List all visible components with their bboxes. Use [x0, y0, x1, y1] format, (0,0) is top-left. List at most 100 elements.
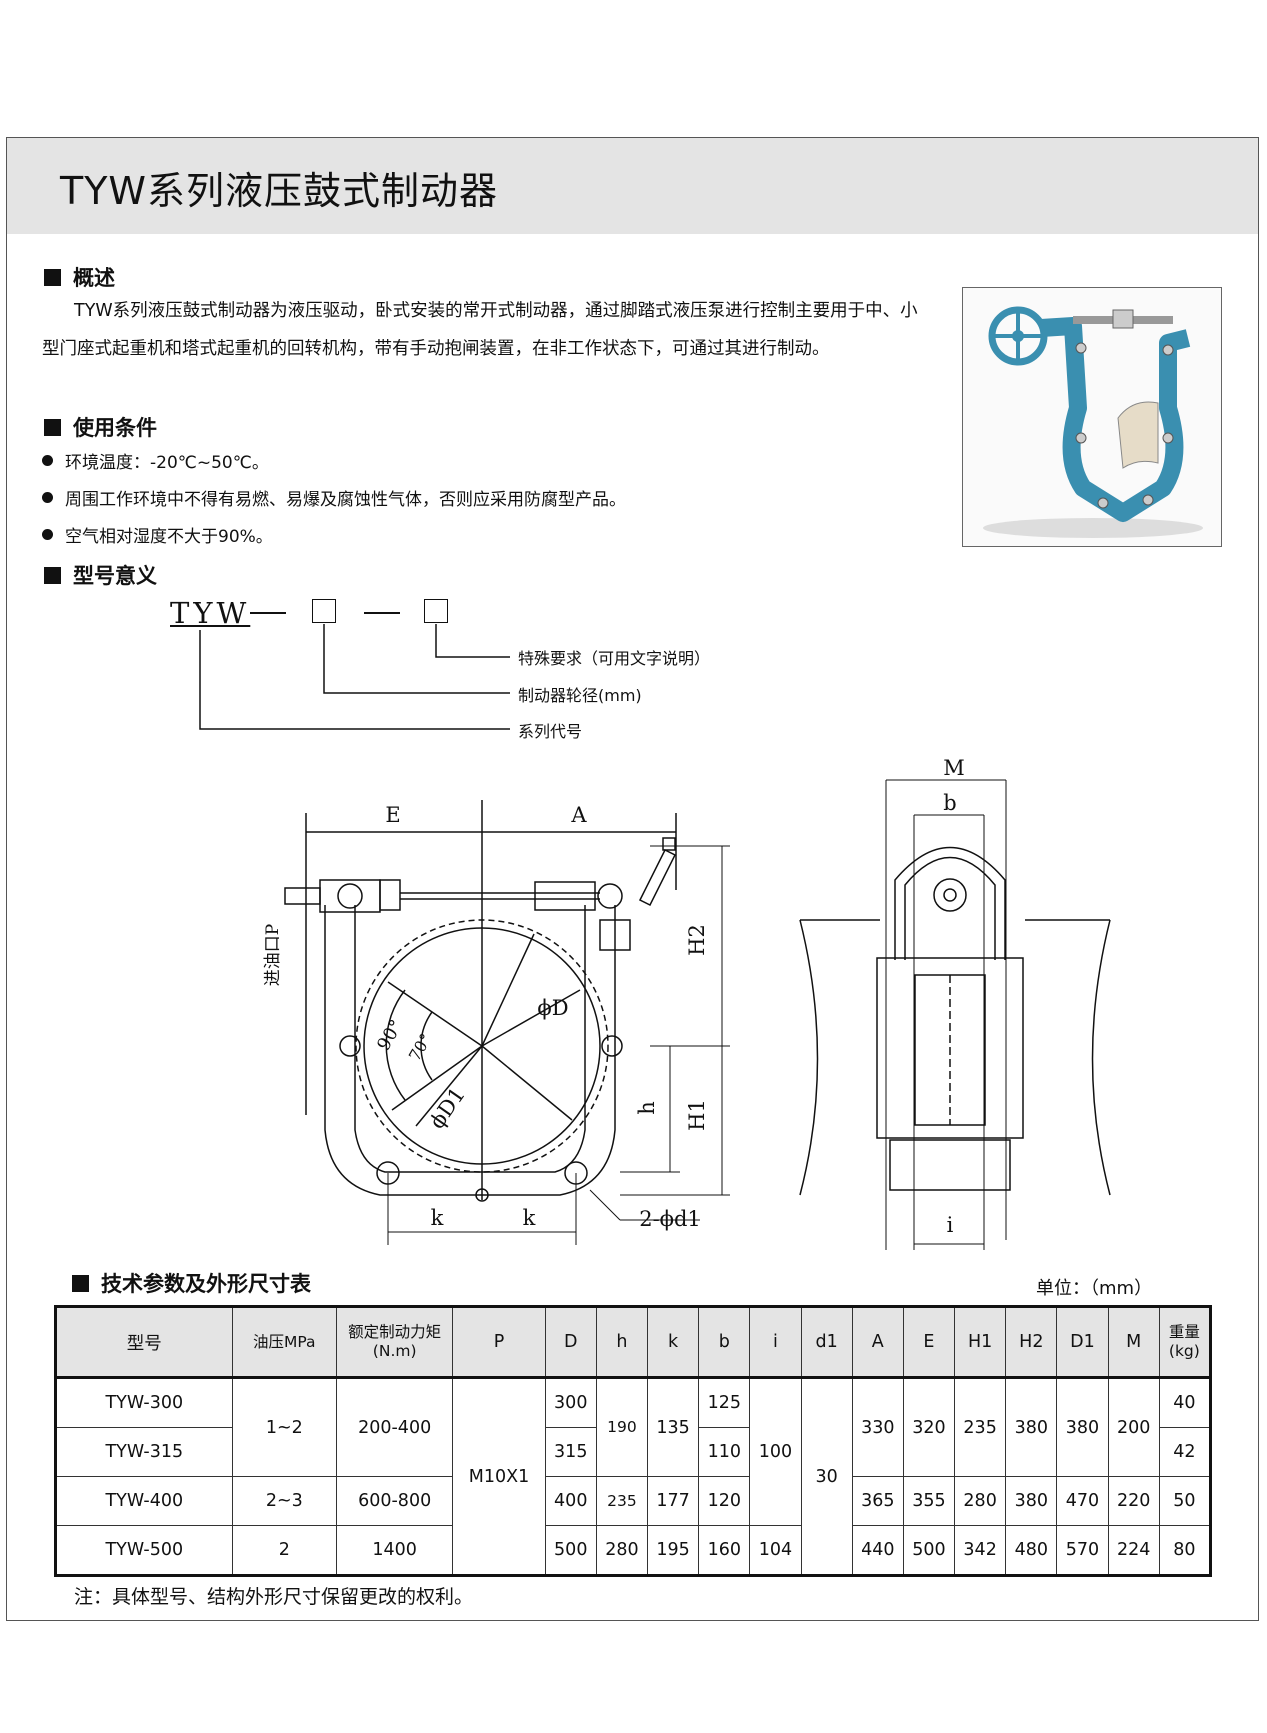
dim-label-d1: 2-ϕd1 — [639, 1207, 701, 1231]
conditions-heading: 使用条件 — [44, 412, 157, 442]
cell-E: 320 — [902, 1377, 956, 1477]
table-row: TYW-300 1~2 200-400 M10X1 300 190 135 12… — [55, 1377, 1212, 1576]
cell-D: 315 — [544, 1427, 597, 1477]
model-meaning-heading: 型号意义 — [44, 560, 157, 590]
angle-label-90: 90° — [373, 1016, 407, 1054]
cell-M: 224 — [1107, 1525, 1160, 1576]
dim-label-b: b — [943, 791, 956, 815]
cell-D: 400 — [544, 1476, 597, 1526]
cell-weight: 40 — [1158, 1377, 1212, 1428]
col-header: E — [902, 1306, 956, 1379]
cell-H1: 235 — [954, 1377, 1007, 1477]
cell-i: 100 — [749, 1377, 802, 1526]
square-bullet-icon — [44, 566, 61, 584]
cell-torque: 1400 — [335, 1525, 454, 1576]
code-box-diameter — [312, 599, 336, 623]
table-row: TYW-315 315 110 42 — [55, 1427, 1212, 1477]
square-bullet-icon — [44, 268, 61, 286]
code-dash — [364, 612, 400, 614]
cell-H2: 380 — [1005, 1476, 1058, 1526]
cell-weight: 50 — [1158, 1476, 1212, 1526]
col-header: d1 — [800, 1306, 853, 1379]
cell-H1: 342 — [954, 1525, 1007, 1576]
cell-model: TYW-315 — [55, 1427, 233, 1477]
condition-text: 环境温度：-20℃~50℃。 — [65, 453, 269, 473]
condition-text: 周围工作环境中不得有易燃、易爆及腐蚀性气体，否则应采用防腐型产品。 — [65, 490, 626, 510]
cell-k: 177 — [647, 1476, 700, 1526]
col-header: H2 — [1005, 1306, 1058, 1379]
cell-weight: 80 — [1158, 1525, 1212, 1576]
cell-i: 104 — [749, 1525, 802, 1576]
dim-label-h: h — [635, 1101, 659, 1115]
brake-photo-illustration — [963, 288, 1221, 546]
cell-weight: 42 — [1158, 1427, 1212, 1477]
cell-model: TYW-300 — [55, 1377, 233, 1428]
table-row: TYW-400 2~3 600-800 400 235 177 120 365 … — [55, 1476, 1212, 1526]
overview-heading-text: 概述 — [73, 266, 115, 290]
cell-D1: 470 — [1056, 1476, 1109, 1526]
cell-h: 190 — [595, 1377, 649, 1477]
cell-P: M10X1 — [452, 1377, 546, 1576]
col-header: i — [749, 1306, 802, 1379]
dim-label-i: i — [947, 1213, 954, 1237]
cell-E: 355 — [902, 1476, 956, 1526]
footnote: 注：具体型号、结构外形尺寸保留更改的权利。 — [74, 1586, 474, 1608]
cell-M: 220 — [1107, 1476, 1160, 1526]
condition-item: 空气相对湿度不大于90%。 — [42, 522, 273, 547]
cell-model: TYW-500 — [55, 1525, 233, 1576]
model-code: TYW — [170, 596, 251, 630]
cell-d1: 30 — [800, 1377, 853, 1576]
oil-port-label: 进油口P — [263, 924, 283, 986]
label-series-code: 系列代号 — [518, 722, 583, 741]
dim-label-H1: H1 — [685, 1099, 709, 1131]
cell-D: 300 — [544, 1377, 597, 1428]
cell-E: 500 — [902, 1525, 956, 1576]
cell-H2: 380 — [1005, 1377, 1058, 1477]
cell-b: 120 — [698, 1476, 751, 1526]
square-bullet-icon — [72, 1274, 89, 1292]
cell-b: 160 — [698, 1525, 751, 1576]
col-header: A — [851, 1306, 904, 1379]
cell-model: TYW-400 — [55, 1476, 233, 1526]
table-header-row: 型号 油压MPa 额定制动力矩(N.m) P D h k b i d1 A E … — [55, 1306, 1212, 1379]
col-header: 额定制动力矩(N.m) — [335, 1306, 454, 1379]
bullet-dot-icon — [42, 529, 53, 540]
title-bar — [7, 138, 1258, 234]
spec-table: 型号 油压MPa 额定制动力矩(N.m) P D h k b i d1 A E … — [54, 1305, 1212, 1577]
overview-text: TYW系列液压鼓式制动器为液压驱动，卧式安装的常开式制动器，通过脚踏式液压泵进行… — [42, 301, 918, 359]
cell-M: 200 — [1107, 1377, 1160, 1477]
col-header: b — [698, 1306, 751, 1379]
code-box-special — [424, 599, 448, 623]
cell-D: 500 — [544, 1525, 597, 1576]
page-frame — [6, 137, 1259, 1621]
dim-label-D: ϕD — [537, 996, 568, 1020]
cell-A: 330 — [851, 1377, 904, 1477]
cell-b: 125 — [698, 1377, 751, 1428]
cell-k: 135 — [647, 1377, 700, 1477]
table-heading: 技术参数及外形尺寸表 — [72, 1268, 311, 1298]
cell-H2: 480 — [1005, 1525, 1058, 1576]
bullet-dot-icon — [42, 455, 53, 466]
cell-h: 235 — [595, 1476, 649, 1526]
dim-label-A: A — [570, 803, 587, 827]
code-dash — [250, 612, 286, 614]
col-header: M — [1107, 1306, 1160, 1379]
col-header: k — [647, 1306, 700, 1379]
bullet-dot-icon — [42, 492, 53, 503]
label-special-requirement: 特殊要求（可用文字说明） — [518, 649, 711, 668]
cell-H1: 280 — [954, 1476, 1007, 1526]
dim-label-k-right: k — [523, 1206, 536, 1230]
product-photo — [962, 287, 1222, 547]
col-header: 型号 — [55, 1306, 233, 1379]
dim-label-H2: H2 — [685, 924, 709, 956]
cell-torque: 600-800 — [335, 1476, 454, 1526]
model-meaning-heading-text: 型号意义 — [73, 564, 157, 588]
label-wheel-diameter: 制动器轮径(mm) — [518, 686, 642, 705]
col-header: 油压MPa — [231, 1306, 337, 1379]
cell-pressure: 2~3 — [231, 1476, 337, 1526]
cell-A: 440 — [851, 1525, 904, 1576]
cell-pressure: 1~2 — [231, 1377, 337, 1477]
col-header: D1 — [1056, 1306, 1109, 1379]
cell-h: 280 — [595, 1525, 649, 1576]
condition-item: 环境温度：-20℃~50℃。 — [42, 448, 269, 473]
